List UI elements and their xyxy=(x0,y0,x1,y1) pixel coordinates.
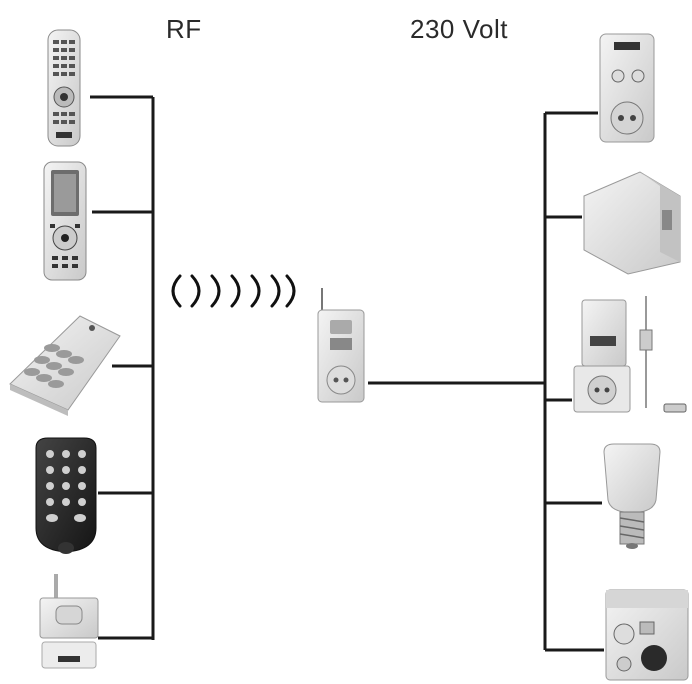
lcd-remote-device xyxy=(43,161,87,281)
plug-dimmer-device xyxy=(599,33,655,143)
din-rail-module-device xyxy=(605,589,689,681)
rf-label: RF xyxy=(166,14,202,44)
volt-label: 230 Volt xyxy=(410,14,508,44)
rf-waves-icon xyxy=(171,274,296,308)
key-fob-device xyxy=(35,437,97,554)
wall-panel-device xyxy=(9,315,121,416)
volt-bus xyxy=(368,111,604,652)
wall-switch-device xyxy=(583,171,681,275)
rf-bus xyxy=(90,95,155,640)
motion-sensor-device xyxy=(39,574,99,669)
flush-receiver-socket-device xyxy=(573,296,687,413)
tv-remote-device xyxy=(47,29,81,147)
rf-receiver-socket xyxy=(317,288,365,403)
lamp-socket-device xyxy=(603,443,661,549)
